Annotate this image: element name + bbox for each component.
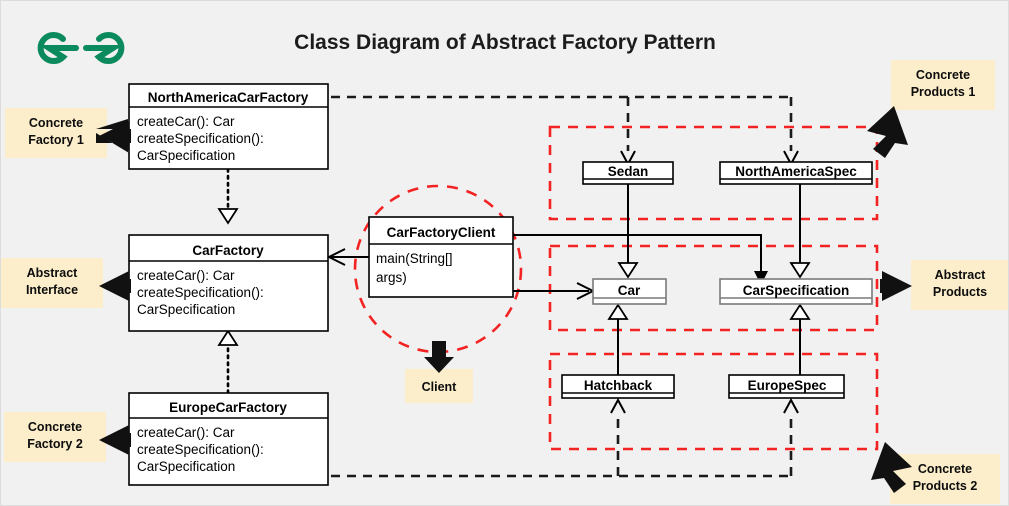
page-title: Class Diagram of Abstract Factory Patter… <box>294 31 716 54</box>
note-line-1: Concrete <box>918 462 972 476</box>
class-title: Hatchback <box>584 378 653 393</box>
class-carfactoryclient[interactable]: CarFactoryClient main(String[] args) <box>368 216 514 298</box>
class-title: EuropeCarFactory <box>169 400 287 415</box>
class-hatchback[interactable]: Hatchback <box>561 374 675 399</box>
note-line-1: Concrete <box>28 420 82 434</box>
class-europespec[interactable]: EuropeSpec <box>728 374 845 399</box>
class-sedan[interactable]: Sedan <box>582 161 674 185</box>
note-concrete-factory-2: Concrete Factory 2 <box>4 412 131 462</box>
group-abstract-products <box>548 244 879 332</box>
class-member: createSpecification(): <box>137 442 264 457</box>
note-line-2: Factory 2 <box>27 437 83 451</box>
class-member: CarSpecification <box>137 459 235 474</box>
edge-carfactoryclient-carspecification <box>513 234 768 285</box>
class-member: CarSpecification <box>137 148 235 163</box>
class-northamericaspec[interactable]: NorthAmericaSpec <box>719 161 873 185</box>
class-car[interactable]: Car <box>592 278 667 305</box>
class-title: Car <box>618 283 641 298</box>
class-title: NorthAmericaSpec <box>735 164 857 179</box>
class-member: main(String[] <box>376 251 453 266</box>
class-member: createSpecification(): <box>137 285 264 300</box>
class-title: Sedan <box>608 164 649 179</box>
edge-europecarfactory-products <box>331 397 799 478</box>
edge-carfactoryclient-carfactory <box>326 248 369 266</box>
class-member: createCar(): Car <box>137 268 235 283</box>
note-line-1: Concrete <box>916 68 970 82</box>
note-concrete-products-1: Concrete Products 1 <box>867 60 995 158</box>
note-client: Client <box>405 341 473 403</box>
note-line-2: Products 2 <box>913 479 978 493</box>
group-concrete-products-1 <box>548 125 879 221</box>
note-concrete-products-2: Concrete Products 2 <box>871 442 1000 504</box>
note-line-1: Client <box>422 380 458 394</box>
class-member: createSpecification(): <box>137 131 264 146</box>
note-line-2: Factory 1 <box>28 133 84 147</box>
note-line-1: Abstract <box>935 268 987 282</box>
pointer-arrow-icon <box>882 271 912 301</box>
pointer-arrow-icon <box>99 425 129 455</box>
class-title: EuropeSpec <box>748 378 827 393</box>
pointer-arrow-downright-icon <box>871 442 912 493</box>
class-title: CarSpecification <box>743 283 850 298</box>
class-carspecification[interactable]: CarSpecification <box>719 278 873 305</box>
pointer-arrow-icon <box>99 271 129 301</box>
edge-europespec-carspecification <box>789 303 811 375</box>
note-line-1: Abstract <box>27 266 79 280</box>
class-member: createCar(): Car <box>137 425 235 440</box>
class-title: NorthAmericaCarFactory <box>148 90 309 105</box>
edge-europecarfactory-carfactory <box>217 329 239 395</box>
pointer-arrow-upright-icon <box>867 106 908 158</box>
edge-carfactoryclient-car <box>513 282 596 300</box>
edge-northamericaspec-carspecification <box>789 184 811 279</box>
group-concrete-products-2 <box>548 352 879 451</box>
class-member: args) <box>376 270 407 285</box>
class-member: createCar(): Car <box>137 114 235 129</box>
geeksforgeeks-logo-icon <box>37 32 125 64</box>
edge-northamericacarfactory-carfactory <box>217 167 239 225</box>
class-carfactory[interactable]: CarFactory createCar(): Car createSpecif… <box>128 234 329 332</box>
class-title: CarFactoryClient <box>387 225 496 240</box>
pointer-arrow-down-icon <box>424 357 454 373</box>
note-line-2: Products 1 <box>911 85 976 99</box>
note-line-2: Products <box>933 285 987 299</box>
class-europecarfactory[interactable]: EuropeCarFactory createCar(): Car create… <box>128 392 329 486</box>
note-abstract-interface: Abstract Interface <box>1 258 131 308</box>
note-line-1: Concrete <box>29 116 83 130</box>
class-title: CarFactory <box>192 243 264 258</box>
class-member: CarSpecification <box>137 302 235 317</box>
note-abstract-products: Abstract Products <box>880 260 1008 310</box>
class-northamericacarfactory[interactable]: NorthAmericaCarFactory createCar(): Car … <box>128 83 329 170</box>
note-line-2: Interface <box>26 283 78 297</box>
note-concrete-factory-1: Concrete Factory 1 <box>5 108 131 158</box>
edge-northamericacarfactory-products <box>331 95 799 167</box>
pointer-arrow-icon-2 <box>99 121 129 151</box>
edge-sedan-car <box>617 184 639 279</box>
edge-hatchback-car <box>607 303 629 375</box>
